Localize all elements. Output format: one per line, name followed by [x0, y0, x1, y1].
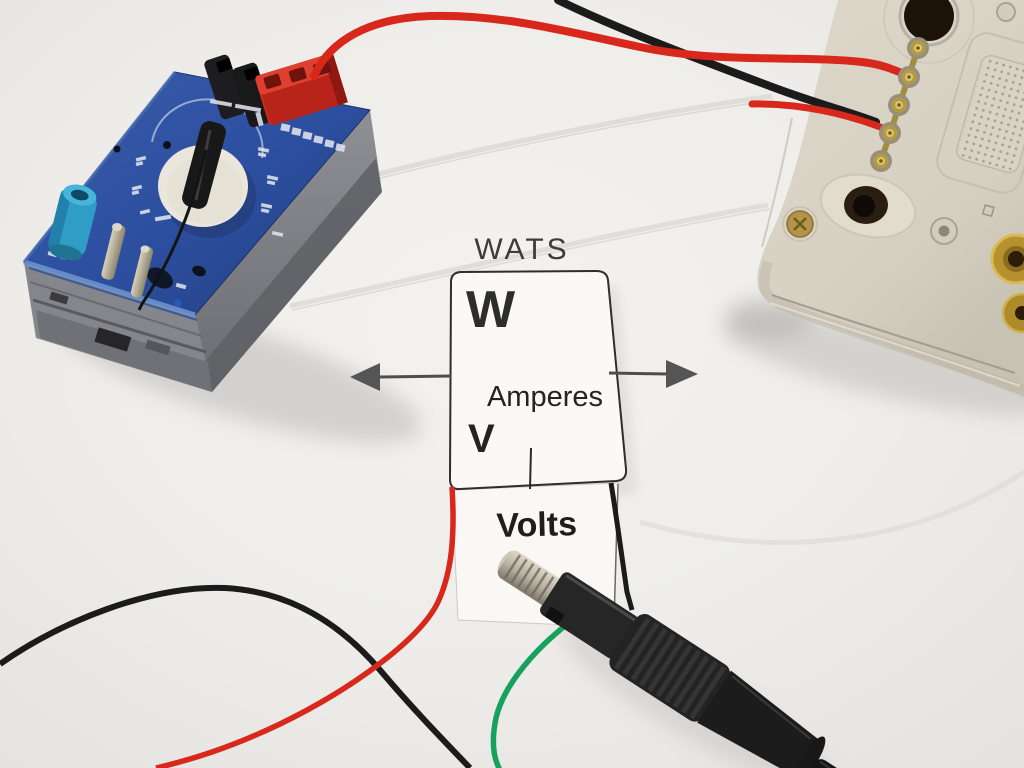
probe-grip-ribbed [609, 613, 730, 722]
faint-background-wires [289, 93, 1024, 545]
base-slot-large [94, 327, 132, 352]
probe-tip-ridges [503, 554, 555, 601]
pointer-needle [137, 149, 208, 311]
top-jack-rim [898, 0, 960, 47]
binding-post [888, 94, 910, 116]
binding-posts [870, 37, 929, 172]
red-lead-lower [155, 486, 456, 768]
black-lead-top [554, 0, 880, 126]
case-seam [771, 294, 1016, 374]
base-slot-small [49, 291, 69, 305]
binding-post [870, 150, 892, 172]
blue-banana-jack [47, 184, 97, 261]
blue-power-device [22, 53, 382, 392]
screw-recess [782, 206, 818, 242]
black-connector-blocks [204, 54, 274, 128]
metal-pins [101, 223, 154, 298]
probe-flange [793, 736, 826, 768]
probe-barrel [697, 670, 818, 768]
base-front-lower [36, 310, 212, 392]
face-rim-front [23, 259, 196, 318]
left-arrow-shaft [376, 374, 452, 379]
face-rim-inner [28, 267, 198, 321]
black-lead-loop [0, 584, 473, 768]
base-slot-light [145, 339, 171, 356]
face-rim-left [22, 71, 177, 263]
panel-mark [981, 204, 995, 218]
top-jack-ring [883, 0, 975, 64]
binding-post [879, 122, 901, 144]
test-probe [497, 550, 933, 768]
probe-grip-ribs [613, 617, 727, 720]
red-lead-jumper [748, 100, 892, 134]
grille-holes [958, 57, 1024, 171]
right-arrow-head [666, 360, 698, 388]
volts-card-edge [613, 483, 619, 625]
divider-line [529, 447, 532, 490]
grille-groove [936, 32, 1024, 194]
rim-dot [174, 299, 182, 307]
beige-instrument [757, 0, 1024, 397]
black-lead-lower [608, 482, 635, 611]
binding-post [907, 37, 929, 59]
case-seam-highlight [769, 302, 1021, 387]
dial-markings [47, 99, 346, 290]
round-port-center [938, 225, 950, 237]
base-seam-1 [29, 281, 203, 337]
left-arrow-head [350, 363, 380, 391]
base-right-lower [206, 158, 382, 392]
right-arrow-shaft [608, 371, 669, 376]
panel-groove [761, 117, 793, 248]
base-seam-2 [32, 298, 207, 354]
binding-post [898, 66, 920, 88]
card-graphics [350, 360, 698, 490]
watts-symbol: W [466, 281, 516, 339]
corner-port [996, 2, 1016, 22]
rca-jack-2 [1001, 292, 1024, 334]
rca-jack-1-hole [1008, 251, 1024, 267]
top-jack-hole [904, 0, 954, 41]
probe-barrel-highlight [731, 675, 812, 740]
probe-body-highlight [565, 574, 636, 622]
red-terminal-block [255, 53, 348, 126]
socket-hole-center [853, 195, 875, 217]
red-lead-top [310, 11, 912, 80]
probe-notch [544, 606, 565, 626]
face-holes [113, 141, 206, 289]
volts-symbol: V [468, 417, 495, 461]
wats-title: WATS [474, 233, 569, 266]
volts-label: Volts [496, 505, 578, 545]
rca-jack-2-hole [1015, 306, 1024, 320]
formula-card [449, 270, 628, 491]
green-lead [490, 619, 573, 768]
amperes-label: Amperes [487, 381, 603, 413]
probe-body-front [540, 572, 639, 659]
screw-slot [793, 217, 807, 231]
